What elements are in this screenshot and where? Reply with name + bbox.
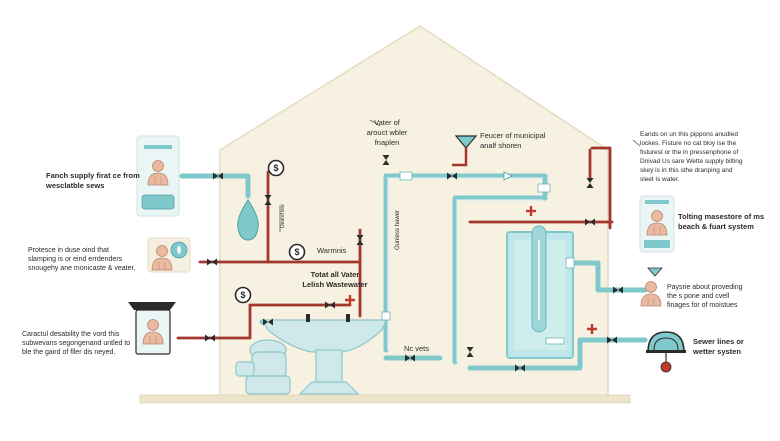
callout-lines: [279, 119, 641, 232]
flow-arrow: [503, 171, 513, 181]
vertical-pipe-label: Ouniess hawer: [395, 210, 401, 250]
person-card-1: [136, 135, 180, 217]
person-card-3: [128, 302, 176, 355]
top-center-label: Feucer of municipal analf shoren: [480, 131, 546, 150]
water-tank: [506, 225, 575, 359]
dollar-icon: [234, 286, 252, 304]
top-right-label: Eands on un this pippons anudled lockes.…: [640, 131, 743, 183]
dollar-icon: [267, 159, 285, 177]
total-wastewater-label: Totat all Vater Lelish Wastewater: [302, 270, 368, 289]
top-left-label: Vater of arouct wbler fnaplen: [366, 118, 408, 147]
center-bottom-label: Nc vets: [404, 344, 430, 353]
person-card-4: [639, 195, 675, 253]
person-icon: [640, 281, 662, 307]
pipe-fittings: [381, 171, 551, 321]
water-drop-icon: [237, 199, 259, 241]
right-label-2: Paysrie about proveding the s pone and c…: [667, 284, 743, 309]
sewer-dome-icon: [646, 331, 686, 373]
dollar-icon: [288, 243, 306, 261]
person-card-5: [640, 267, 663, 307]
top-waste-pipe: [452, 148, 468, 167]
person-card-2: [147, 237, 191, 273]
left-label-1: Fanch supply firat ce from wesclatble se…: [46, 171, 140, 190]
clean-water-pipe-highlights: [387, 177, 543, 362]
left-label-2: Protesce in duse oind that slamping is o…: [28, 247, 136, 272]
right-label-3: Sewer lines or wetter systen: [693, 337, 744, 356]
sink-basin: [260, 314, 387, 395]
vertical-small-label: Deand lew: [280, 204, 286, 228]
toilet-fixture: [235, 339, 291, 395]
right-label-1: Tolting masestore of ms beach & fuart sy…: [678, 212, 765, 231]
ground-line: [139, 394, 631, 404]
warning-label: Warmnis: [317, 246, 347, 255]
funnel-icon: [454, 135, 478, 149]
left-label-3: Caractul desability the vord this subwev…: [22, 331, 131, 356]
